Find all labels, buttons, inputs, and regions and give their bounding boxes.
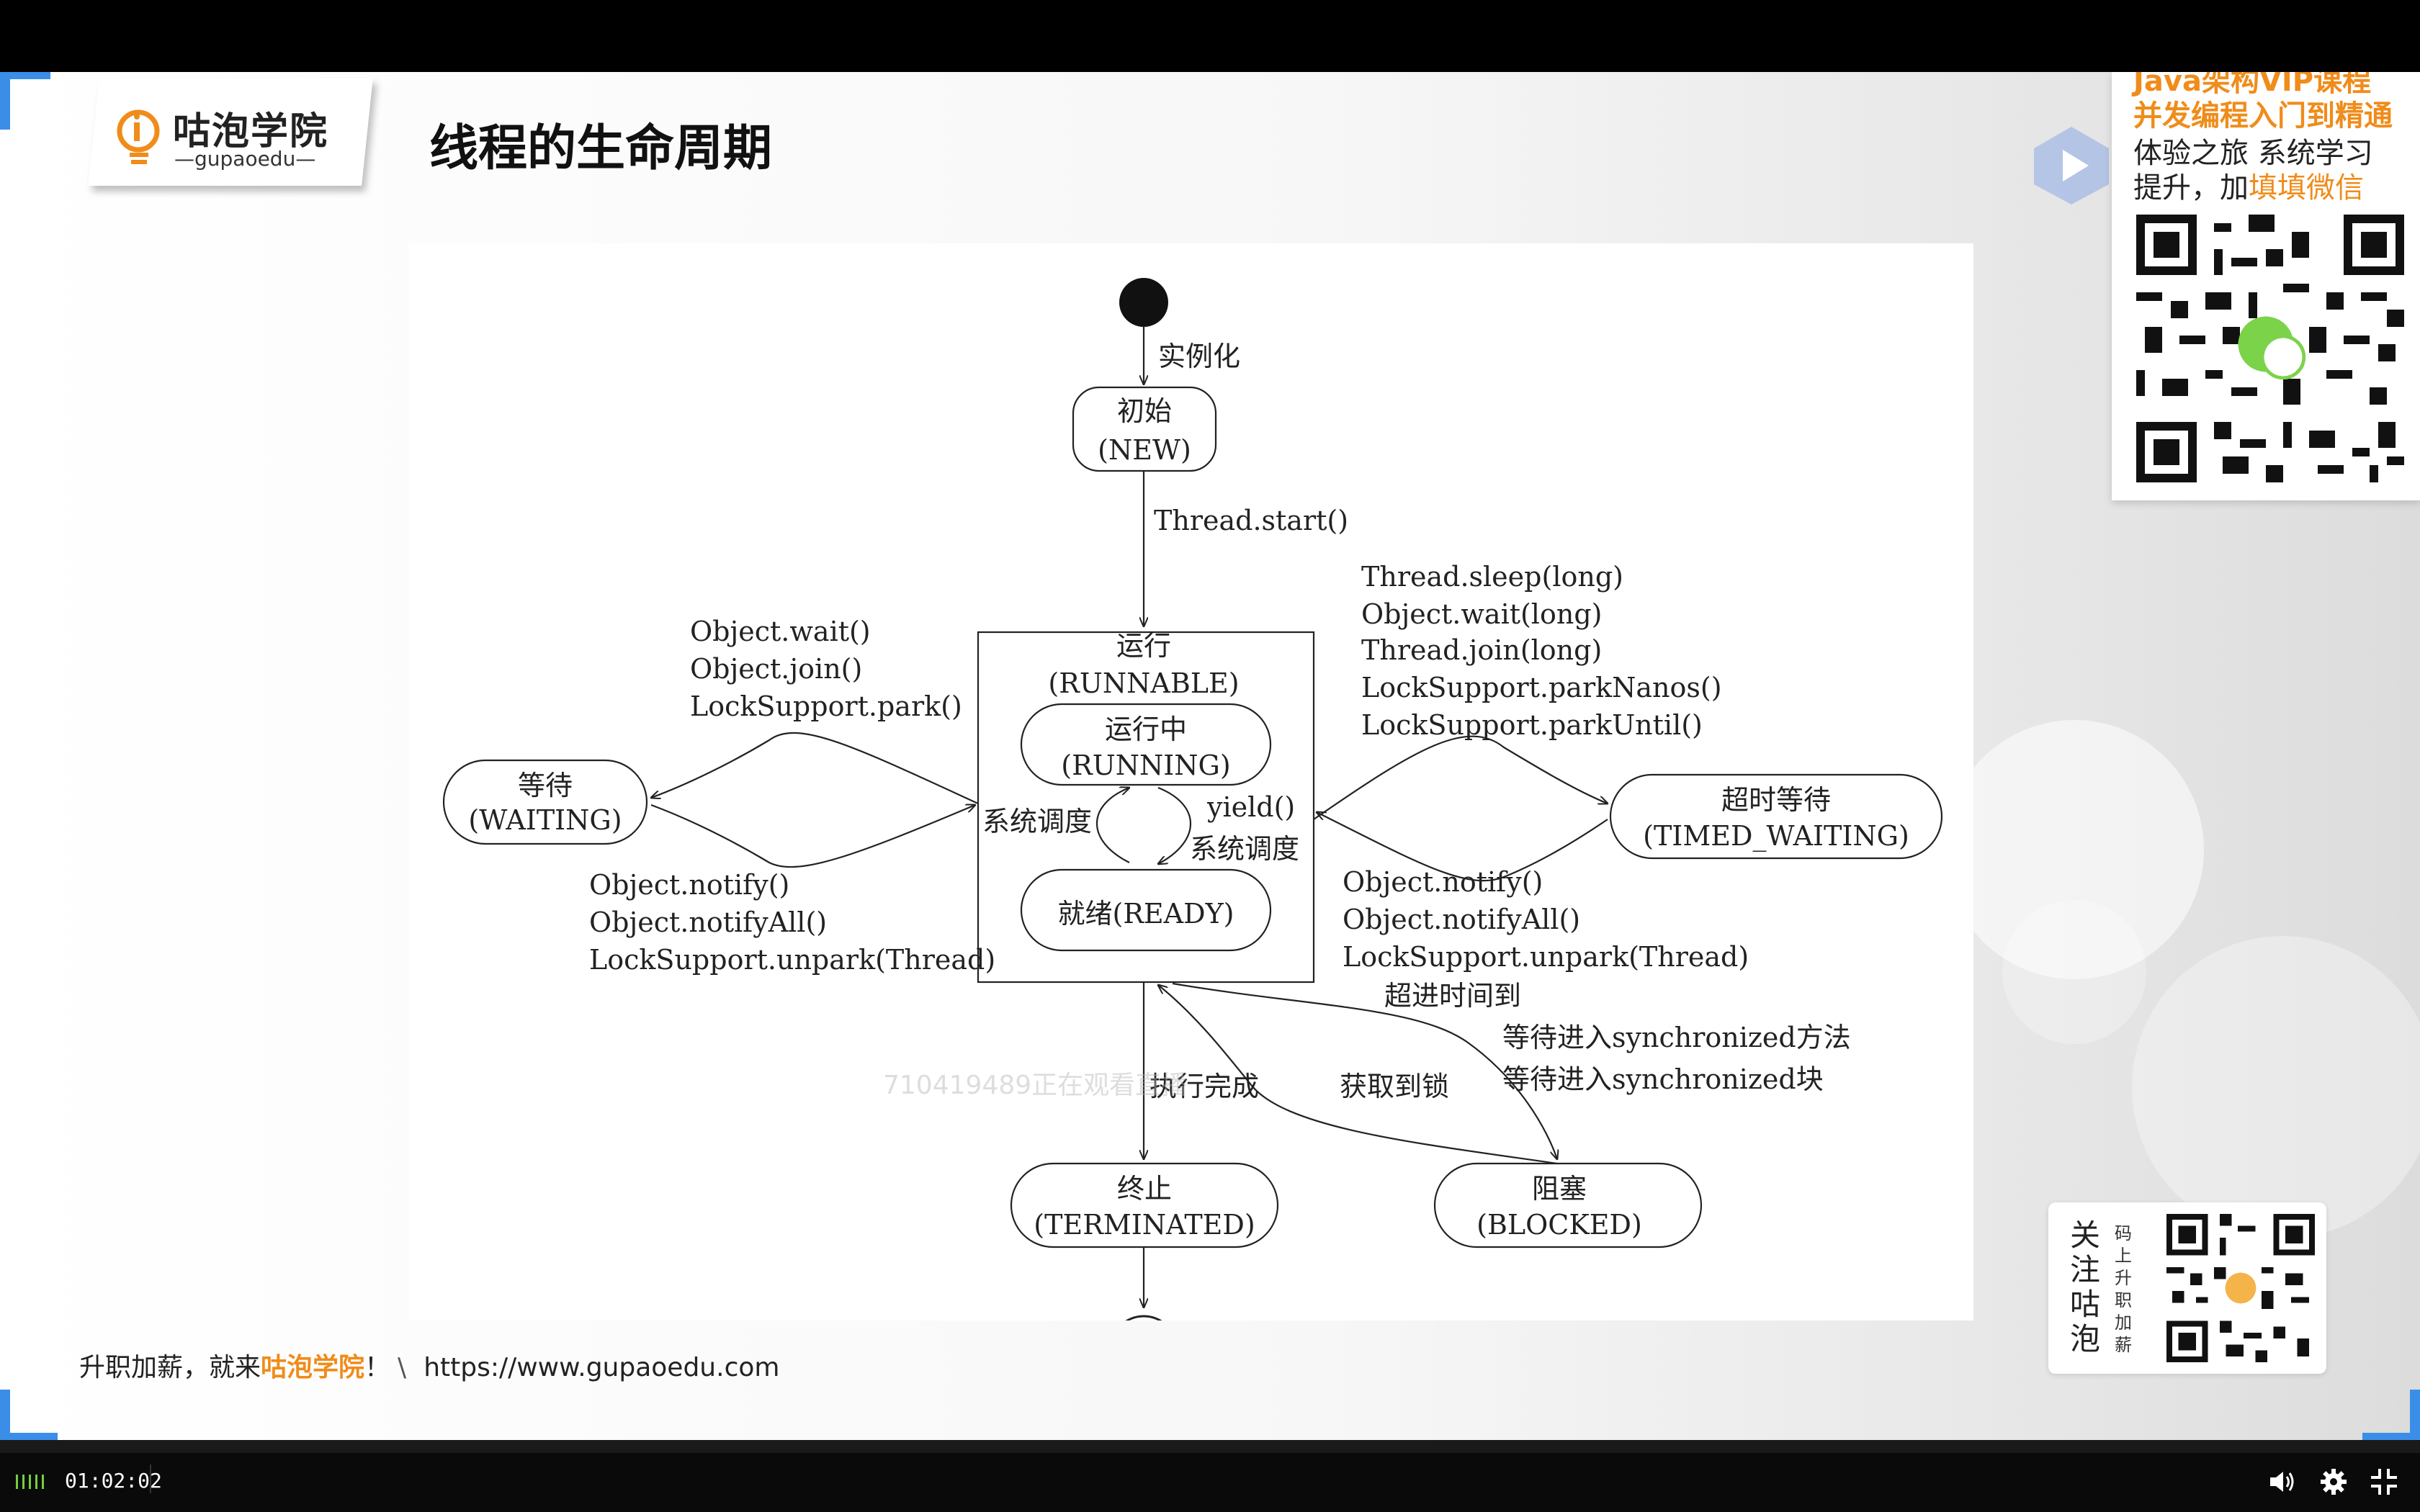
label-wait-out: Object.notifyAll() (589, 906, 827, 938)
label-enter-sync: 等待进入synchronized块 (1502, 1063, 1824, 1095)
state-new-cn: 初始 (1117, 395, 1172, 427)
label-timed-in: LockSupport.parkNanos() (1361, 672, 1722, 703)
state-runnable-en: (RUNNABLE) (1048, 667, 1239, 699)
label-thread-start: Thread.start() (1154, 505, 1348, 536)
corner-accent (0, 72, 10, 130)
label-wait-in: Object.wait() (690, 616, 871, 647)
corner-accent (0, 1433, 58, 1440)
state-timed-waiting (1609, 773, 1943, 860)
state-diagram-svg: 实例化 初始 (NEW) Thread.start() 运行 (RUNNABLE… (442, 278, 1943, 1384)
corner-accent (0, 72, 50, 79)
label-timed-out: Object.notifyAll() (1343, 904, 1580, 935)
end-node (1109, 1315, 1178, 1384)
label-acquire-lock: 获取到锁 (1340, 1071, 1449, 1102)
state-waiting-cn: 等待 (518, 770, 573, 801)
footer-slogan-suffix: ！ (364, 1353, 391, 1382)
state-runnable (977, 631, 1315, 984)
volume-icon[interactable] (2266, 1466, 2298, 1498)
footer-slogan-prefix: 升职加薪，就来 (79, 1353, 261, 1382)
slide: 咕泡学院 —gupaoedu— 线程的生命周期 (0, 72, 2420, 1440)
footer-separator: \ (398, 1353, 407, 1382)
logo-text-en: —gupaoedu— (174, 147, 316, 171)
state-ready (1020, 868, 1272, 952)
state-running-en: (RUNNING) (1061, 750, 1230, 781)
footer-brand: 咕泡学院 (261, 1353, 365, 1382)
viewer-watermark: 710419489正在观看直播 (883, 1071, 1188, 1100)
state-timed-cn: 超时等待 (1721, 784, 1831, 816)
label-instantiate: 实例化 (1158, 341, 1240, 372)
follow-small-text: 码上升职加薪 (2115, 1223, 2132, 1355)
top-black-bar (0, 0, 2420, 72)
state-timed-en: (TIMED_WAITING) (1643, 820, 1909, 852)
thread-lifecycle-diagram: 实例化 初始 (NEW) Thread.start() 运行 (RUNNABLE… (409, 243, 1973, 1384)
label-yield: yield() (1206, 791, 1295, 823)
label-wait-out: LockSupport.unpark(Thread) (589, 944, 995, 976)
slide-title: 线程的生命周期 (429, 120, 773, 177)
label-timed-in: Thread.join(long) (1361, 634, 1602, 666)
logo: 咕泡学院 —gupaoedu— (115, 99, 360, 179)
promo-line-course: Java架构VIP课程 (2133, 72, 2372, 98)
play-overlay-icon[interactable] (2028, 122, 2115, 209)
state-blocked-cn: 阻塞 (1532, 1173, 1587, 1205)
promo-line-journey: 体验之旅 系统学习 (2133, 137, 2373, 170)
signal-icon (16, 1475, 52, 1490)
progress-bar[interactable] (0, 1440, 2420, 1453)
state-waiting-en: (WAITING) (468, 804, 622, 836)
footer-url[interactable]: https://www.gupaoedu.com (424, 1353, 780, 1382)
label-wait-in: Object.join() (690, 653, 862, 685)
exit-fullscreen-icon[interactable] (2368, 1466, 2400, 1498)
promo-line-contact: 提升，加填填微信 (2133, 171, 2364, 204)
state-blocked (1433, 1162, 1703, 1248)
label-enter-sync: 等待进入synchronized方法 (1502, 1022, 1851, 1053)
divider (150, 1464, 151, 1493)
state-terminated-cn: 终止 (1117, 1173, 1172, 1205)
player-control-bar (0, 1453, 2420, 1512)
label-wait-in: LockSupport.park() (690, 690, 962, 722)
label-timed-in: Object.wait(long) (1361, 598, 1602, 630)
logo-text-cn: 咕泡学院 (173, 110, 329, 153)
label-timed-out: LockSupport.unpark(Thread) (1343, 941, 1749, 973)
playback-time: 01:02:02 (65, 1469, 162, 1493)
state-waiting (442, 759, 648, 845)
follow-card: 关注咕泡 码上升职加薪 (2048, 1202, 2326, 1374)
state-running-cn: 运行中 (1105, 714, 1187, 745)
promo-card: Java架构VIP课程 并发编程入门到精通 体验之旅 系统学习 提升，加填填微信 (2112, 72, 2420, 500)
settings-gear-icon[interactable] (2318, 1466, 2349, 1498)
corner-accent (2410, 1390, 2420, 1440)
follow-qr-code (2166, 1214, 2315, 1362)
wechat-qr-code (2136, 215, 2404, 482)
start-node (1119, 278, 1168, 327)
follow-big-text: 关注咕泡 (2070, 1218, 2101, 1356)
label-sched-left: 系统调度 (982, 806, 1092, 837)
state-terminated-en: (TERMINATED) (1034, 1209, 1255, 1241)
label-exec-done: 执行完成 (1150, 1071, 1259, 1102)
slide-footer: 升职加薪，就来咕泡学院！\ https://www.gupaoedu.com (79, 1346, 779, 1384)
promo-line-topic: 并发编程入门到精通 (2133, 99, 2393, 132)
label-timed-out: Object.notify() (1343, 866, 1543, 898)
state-ready-label: 就绪(READY) (1058, 898, 1234, 930)
state-runnable-cn: 运行 (1116, 630, 1171, 662)
state-blocked-en: (BLOCKED) (1476, 1209, 1642, 1241)
label-timed-in: Thread.sleep(long) (1361, 561, 1623, 593)
state-new-en: (NEW) (1098, 434, 1191, 466)
label-timed-in: LockSupport.parkUntil() (1361, 709, 1703, 741)
label-sched-right: 系统调度 (1190, 833, 1299, 865)
label-wait-out: Object.notify() (589, 869, 789, 901)
state-running (1020, 703, 1272, 786)
corner-accent (2362, 1433, 2420, 1440)
corner-accent (0, 1390, 10, 1440)
lightbulb-icon (117, 109, 160, 164)
label-timeout: 超进时间到 (1384, 980, 1521, 1012)
